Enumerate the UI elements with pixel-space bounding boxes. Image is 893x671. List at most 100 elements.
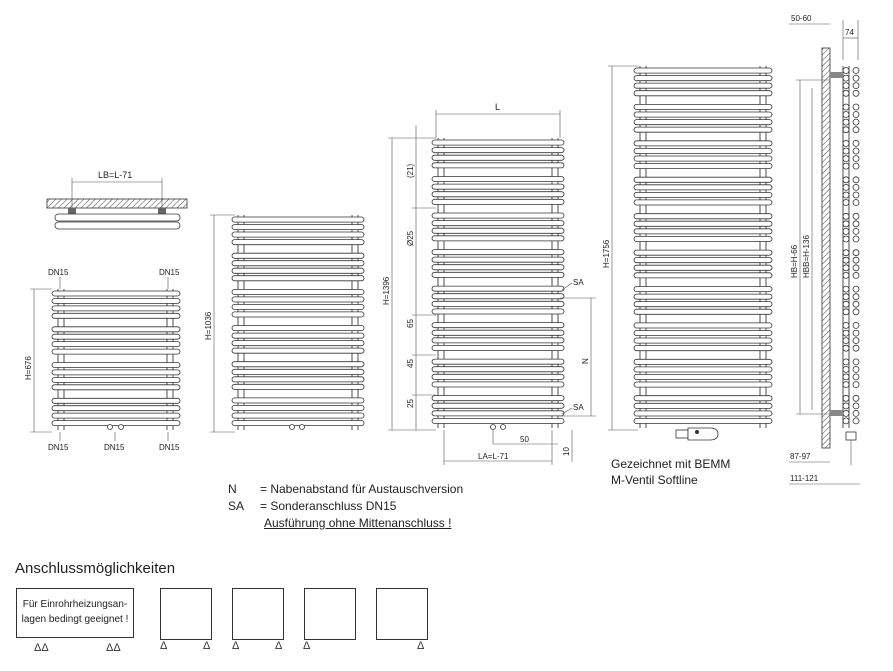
option-1-symbol-a: ΔΔ: [34, 642, 49, 654]
side-view: 50-60 74 HB=H-66 HBB=H-136 87-97 111-121: [789, 14, 860, 485]
sa-top: SA: [573, 278, 584, 287]
tube-cross-section: [852, 344, 860, 352]
tube-cross-section: [852, 365, 860, 373]
tube-cross-section: [852, 162, 860, 170]
hb-label: HB=H-66: [790, 244, 799, 278]
tube-cross-section: [842, 191, 850, 199]
mid-port-right: [299, 424, 305, 430]
tube-cross-section: [842, 365, 850, 373]
heating-tube: [231, 252, 365, 259]
heating-tube: [633, 373, 773, 380]
heating-tube: [431, 249, 565, 256]
heating-tube: [51, 412, 181, 419]
heating-tube: [231, 239, 365, 246]
tube-cross-section: [852, 67, 860, 74]
heating-tube: [633, 402, 773, 409]
side-valve: [845, 431, 857, 441]
tube-cross-section: [842, 220, 850, 228]
heating-tube: [51, 384, 181, 391]
heating-tube: [633, 140, 773, 147]
heating-tube: [633, 163, 773, 169]
tube-cross-section: [842, 126, 850, 134]
heating-tube: [633, 330, 773, 336]
tube-cross-section: [852, 235, 860, 243]
tube-cross-section: [852, 308, 860, 316]
top-view: LB=L-71: [46, 170, 188, 230]
heating-tube: [431, 329, 565, 336]
la-label: LA=L-71: [478, 452, 509, 461]
heating-tube: [633, 147, 773, 154]
tube-cross-section: [852, 256, 860, 264]
heating-tube: [231, 404, 365, 411]
tube-cross-section: [842, 264, 850, 272]
tube-cross-section: [852, 417, 860, 425]
tube-cross-section: [852, 271, 860, 279]
heating-tube: [231, 267, 365, 274]
tube-cross-section: [842, 329, 850, 337]
tube-cross-section: [842, 183, 850, 191]
heating-tube: [633, 366, 773, 373]
heating-tube: [633, 301, 773, 308]
tube-cross-section: [852, 126, 860, 134]
valve-softline-icon: [687, 427, 719, 441]
heating-tube: [633, 82, 773, 89]
dn15-top-left: DN15: [48, 268, 69, 277]
heating-tube: [431, 373, 565, 380]
rad676-tubes: [51, 290, 181, 427]
technical-drawing: LB=L-71 DN15 DN15 H=676 DN15 DN15 DN15: [24, 14, 860, 485]
heating-tube: [431, 293, 565, 300]
heating-tube: [431, 227, 565, 234]
wall-side: [821, 47, 831, 449]
tube-cross-section: [852, 285, 860, 293]
tube-cross-section: [842, 147, 850, 155]
heating-tube: [231, 296, 365, 303]
heating-tube: [231, 420, 365, 426]
heating-tube: [231, 340, 365, 347]
heating-tube: [633, 220, 773, 227]
heating-tube: [51, 333, 181, 340]
heating-tube: [231, 383, 365, 390]
top-tube-1: [54, 213, 181, 222]
heating-tube: [51, 362, 181, 368]
heating-tube: [633, 322, 773, 329]
legend-key-n: N: [228, 482, 237, 496]
option-3-symbol-left: Δ: [232, 640, 240, 652]
sa-bottom: SA: [573, 403, 584, 412]
w8797-label: 87-97: [790, 452, 811, 461]
heating-tube: [51, 312, 181, 319]
heating-tube: [633, 191, 773, 198]
heating-tube: [633, 67, 773, 74]
tube-cross-section: [852, 337, 860, 345]
heating-tube: [431, 212, 565, 219]
radiator-1036: H=1036: [204, 214, 365, 433]
tube-cross-section: [852, 329, 860, 337]
tube-cross-section: [852, 409, 860, 417]
tube-cross-section: [852, 300, 860, 308]
tube-cross-section: [852, 220, 860, 228]
heating-tube: [633, 90, 773, 97]
n-label: N: [581, 358, 590, 364]
tube-cross-section: [842, 373, 850, 381]
heating-tube: [231, 260, 365, 267]
valve-caption: Gezeichnet mit BEMM M-Ventil Softline: [611, 456, 730, 488]
heating-tube: [431, 176, 565, 182]
tube-cross-section: [852, 381, 860, 389]
dn15-bottom-right: DN15: [159, 443, 180, 452]
tube-cross-section: [842, 249, 850, 257]
lb-label: LB=L-71: [98, 170, 132, 180]
heating-tube: [633, 199, 773, 206]
heating-tube: [51, 420, 181, 427]
tube-cross-section: [842, 74, 850, 82]
tube-cross-section: [852, 358, 860, 366]
option-2-symbol-right: Δ: [203, 640, 211, 652]
d45-label: 45: [406, 359, 415, 368]
heating-tube: [431, 139, 565, 146]
heating-tube: [231, 412, 365, 419]
heating-tube: [431, 344, 565, 351]
tube-cross-section: [842, 235, 850, 243]
tube-cross-section: [842, 139, 850, 147]
tube-cross-section: [842, 67, 850, 74]
tube-cross-section: [842, 358, 850, 366]
valve-knob-icon: [695, 430, 699, 434]
side-bracket-bottom: [830, 410, 843, 416]
